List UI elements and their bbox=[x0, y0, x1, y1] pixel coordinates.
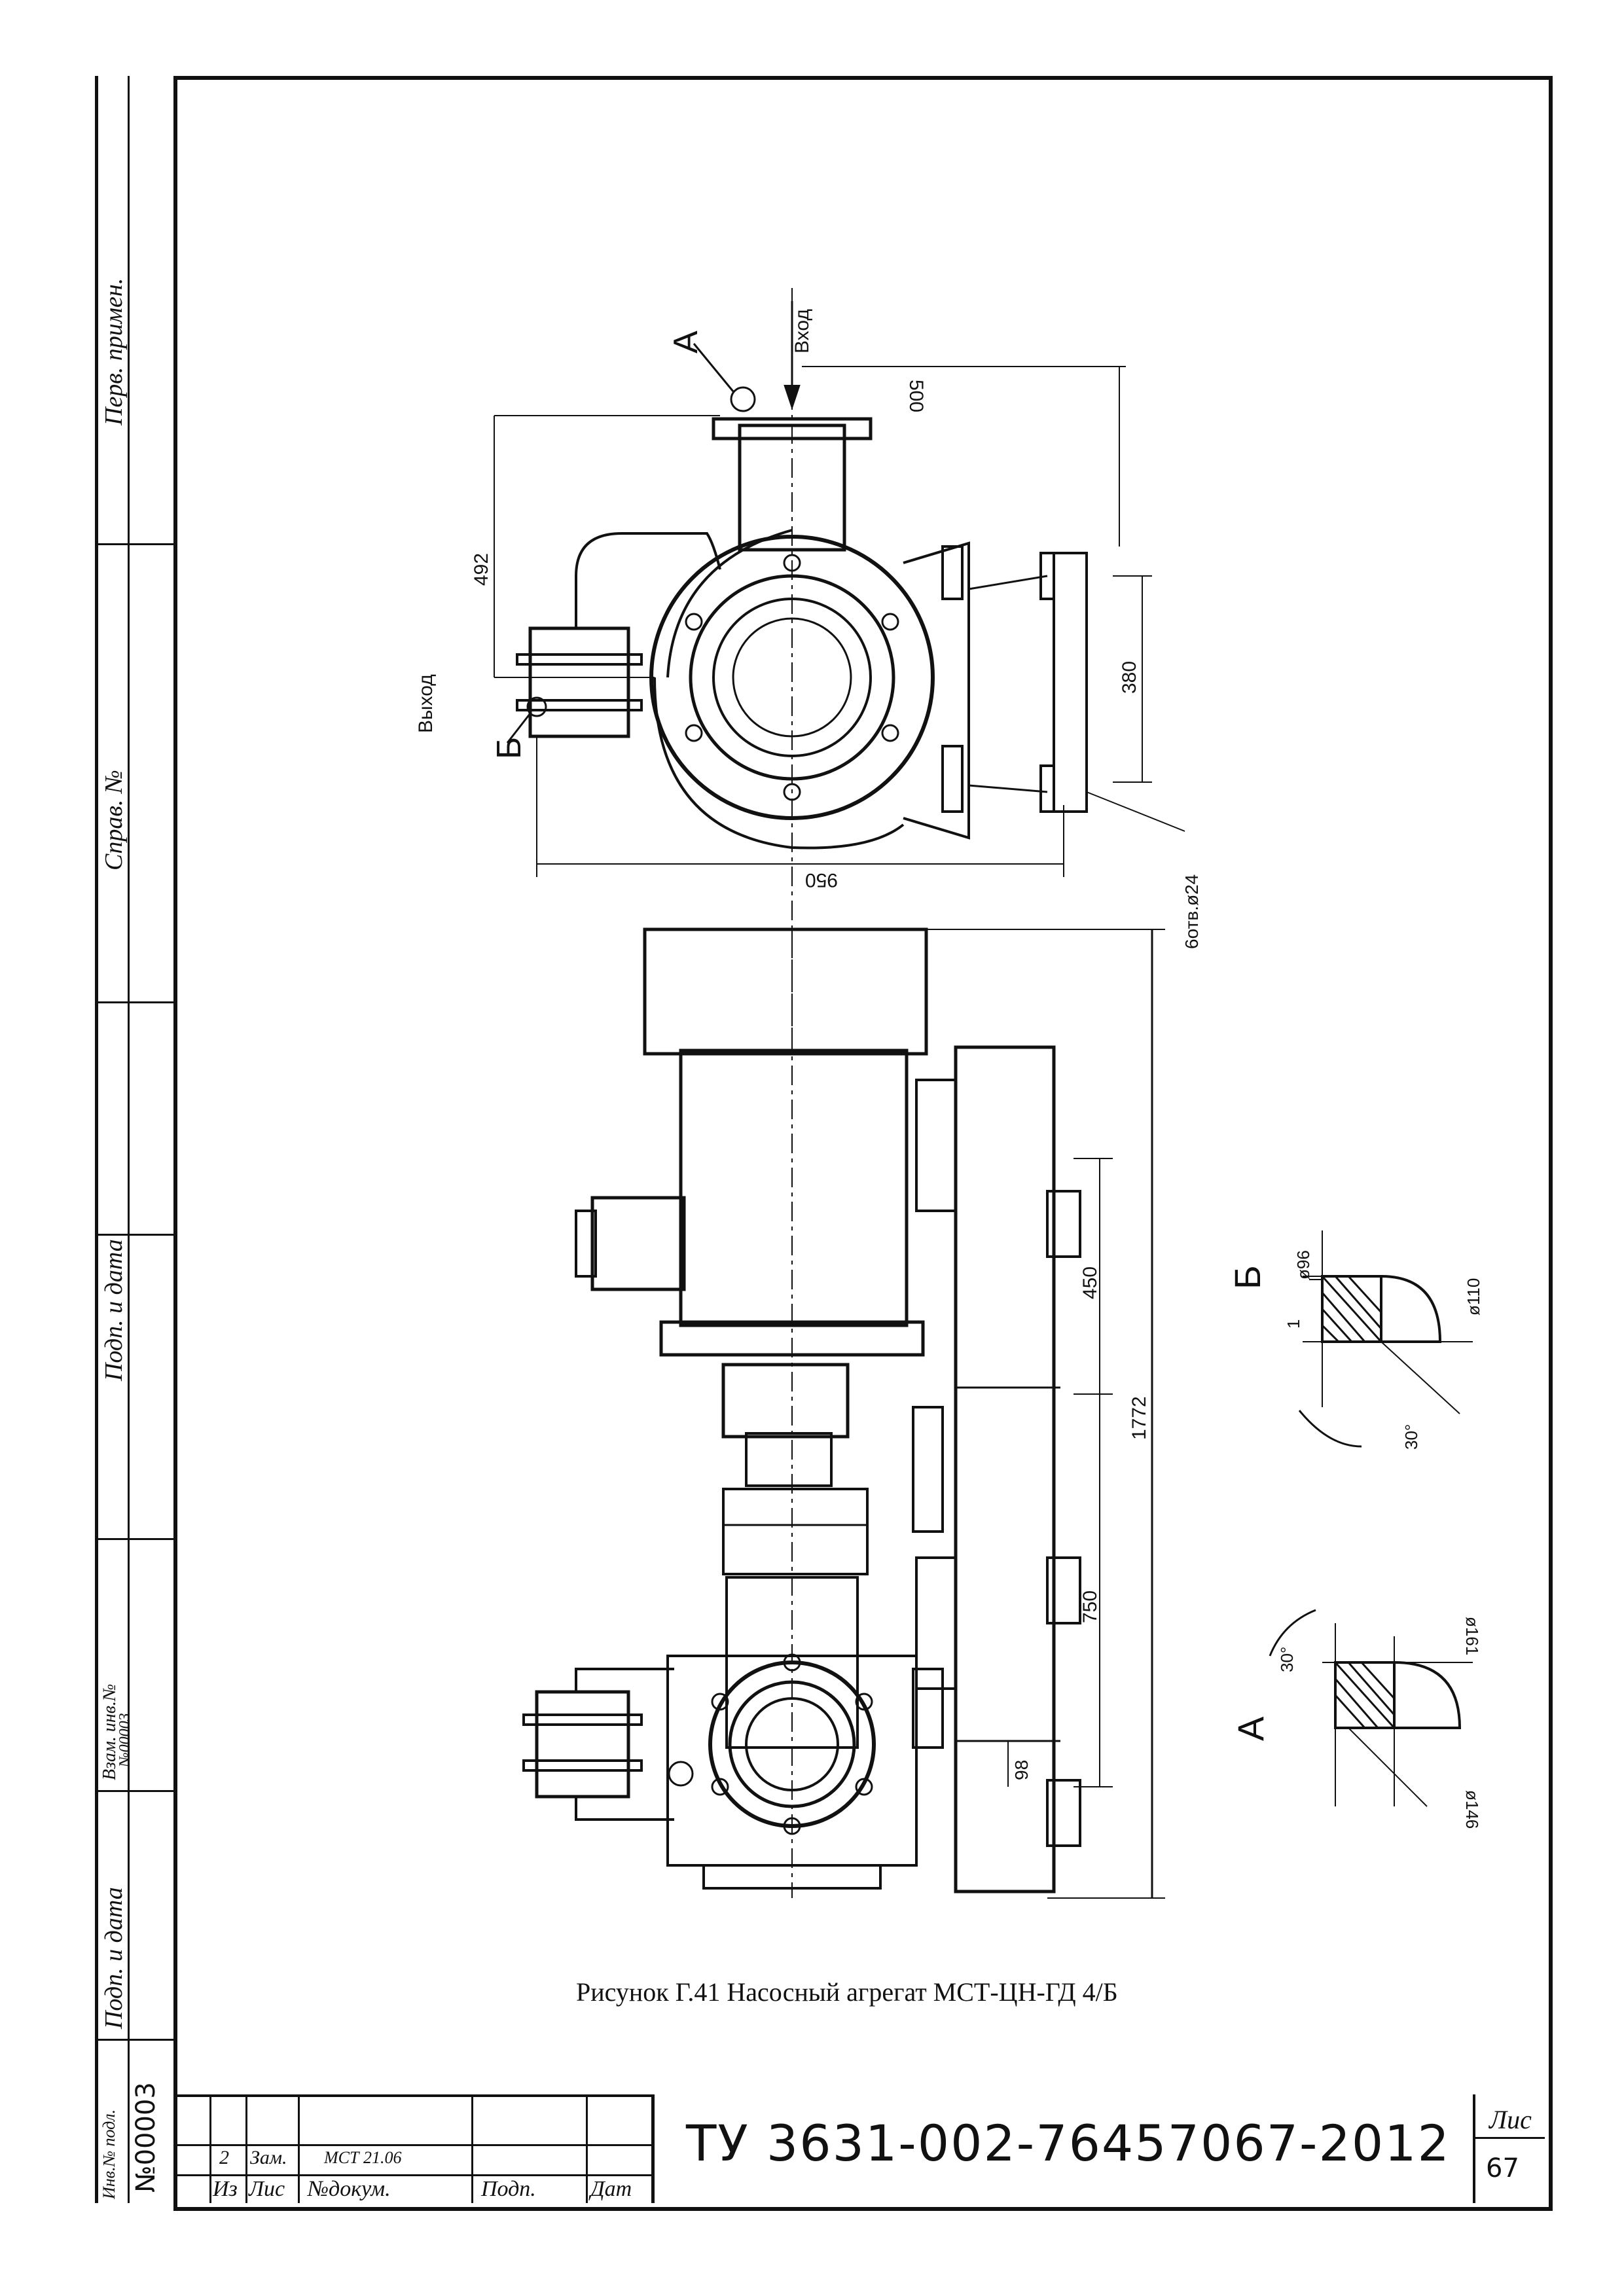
stamp-strip-border-mid bbox=[128, 76, 130, 2203]
dim-450: 450 bbox=[1079, 1266, 1101, 1299]
sheet-label: Лис bbox=[1489, 2105, 1532, 2134]
dim-380: 380 bbox=[1119, 661, 1140, 694]
dim-500: 500 bbox=[905, 380, 927, 412]
change-type: Зам. bbox=[250, 2147, 287, 2168]
stamp-divider-4 bbox=[95, 1538, 173, 1540]
sheet-box-left bbox=[1473, 2094, 1475, 2203]
sheet-frame bbox=[173, 76, 1553, 2211]
angle-a: 30° bbox=[1277, 1647, 1297, 1672]
dim-1: 1 bbox=[1284, 1319, 1303, 1329]
stamp-sprav-no: Справ. № bbox=[100, 770, 128, 870]
col-date: Дат bbox=[590, 2177, 632, 2201]
stamp-inv-podl-value: №00003 bbox=[131, 2082, 161, 2193]
dim-d110: ø110 bbox=[1464, 1278, 1483, 1316]
document-number: ТУ 3631-002-76457067-2012 bbox=[686, 2114, 1451, 2172]
stamp-divider-2 bbox=[95, 1001, 173, 1003]
stamp-divider-5 bbox=[95, 1790, 173, 1792]
stamp-divider-6 bbox=[95, 2039, 173, 2041]
stamp-podp-data-top: Подп. и дата bbox=[100, 1239, 128, 1381]
figure-caption: Рисунок Г.41 Насосный агрегат МСТ-ЦН-ГД … bbox=[576, 1977, 1118, 2007]
label-view-a-callout: А bbox=[667, 331, 705, 353]
dim-950: 950 bbox=[805, 869, 838, 891]
detail-b bbox=[1298, 1230, 1473, 1448]
dim-d146: ø146 bbox=[1462, 1790, 1482, 1829]
label-view-b-callout: Б bbox=[490, 737, 528, 759]
dim-d161: ø161 bbox=[1462, 1617, 1482, 1655]
angle-b: 30° bbox=[1401, 1424, 1421, 1450]
title-block-top bbox=[173, 2094, 651, 2097]
title-col-3 bbox=[298, 2094, 300, 2203]
stamp-podp-data-bottom: Подп. и дата bbox=[100, 1887, 128, 2029]
stamp-vzam-inv-value: №00003 bbox=[117, 1713, 134, 1767]
label-inlet: Вход bbox=[791, 309, 813, 353]
title-col-5 bbox=[586, 2094, 588, 2203]
label-outlet: Выход bbox=[415, 674, 437, 733]
stamp-divider-3 bbox=[95, 1234, 173, 1236]
title-col-2 bbox=[245, 2094, 247, 2203]
title-block-row-3 bbox=[173, 2174, 651, 2176]
dim-750: 750 bbox=[1079, 1590, 1101, 1623]
label-view-a: А bbox=[1230, 1716, 1271, 1741]
dim-492: 492 bbox=[471, 553, 492, 586]
doc-ref: МСТ 21.06 bbox=[324, 2148, 402, 2167]
col-iz: Из bbox=[213, 2177, 238, 2201]
sheet-number: 67 bbox=[1486, 2153, 1519, 2183]
stamp-strip-border-left bbox=[95, 76, 98, 2203]
title-col-1 bbox=[209, 2094, 211, 2203]
detail-a bbox=[1269, 1609, 1473, 1807]
label-view-b: Б bbox=[1227, 1265, 1268, 1289]
col-doc: №докум. bbox=[308, 2177, 391, 2201]
title-block-divider-v bbox=[651, 2094, 655, 2203]
dim-1772: 1772 bbox=[1128, 1396, 1150, 1440]
holes-note: 6отв.ø24 bbox=[1182, 874, 1202, 949]
title-block-row-2 bbox=[173, 2144, 651, 2146]
sheet-box-mid bbox=[1473, 2137, 1545, 2139]
pump-end-view bbox=[494, 288, 1185, 1047]
title-col-4 bbox=[471, 2094, 473, 2203]
change-no: 2 bbox=[219, 2147, 229, 2168]
stamp-divider-1 bbox=[95, 543, 173, 545]
pump-unit-drawing: Вход Выход А Б 500 492 380 950 6отв.ø24 … bbox=[415, 288, 1483, 1899]
dim-d96: ø96 bbox=[1293, 1250, 1313, 1280]
stamp-perv-primen: Перв. примен. bbox=[100, 278, 128, 425]
stamp-inv-podl: Инв.№ подл. bbox=[99, 2109, 118, 2199]
pump-side-view bbox=[522, 927, 1165, 1899]
col-lis: Лис bbox=[249, 2177, 285, 2201]
dim-98: 98 bbox=[1011, 1760, 1032, 1780]
col-sign: Подп. bbox=[481, 2177, 536, 2201]
